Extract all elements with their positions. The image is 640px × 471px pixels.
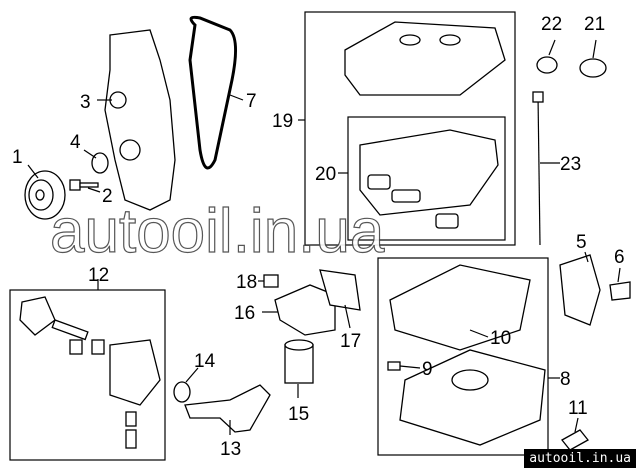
callout-12: 12 [88,265,109,286]
callout-8: 8 [560,369,571,390]
oil-pan [399,349,546,446]
housing-bolt [263,274,279,288]
callout-9: 9 [422,359,433,380]
callout-21: 21 [584,14,605,35]
bracket-6 [609,281,631,301]
callout-13: 13 [220,439,241,460]
dipstick [537,94,541,246]
callout-11: 11 [568,398,588,419]
callout-19: 19 [272,111,293,132]
callout-3: 3 [80,92,91,113]
oil-pickup [184,384,271,433]
valve-cover [344,21,506,96]
callout-23: 23 [560,154,581,175]
group-box-12 [9,289,166,461]
group-box-19 [304,11,516,246]
callout-2: 2 [102,186,113,207]
callout-15: 15 [288,404,309,425]
rear-seal-housing [559,254,601,326]
oil-filter [284,339,314,384]
callout-6: 6 [614,247,625,268]
o-ring [173,381,191,403]
oil-seal [91,152,109,174]
cap-seal [536,56,558,74]
timing-chain [188,15,237,170]
crank-pulley [24,170,66,220]
oil-filter-housing [274,284,336,336]
oil-pump-assembly [19,296,161,449]
watermark-text: autooil.in.ua [50,197,385,266]
callout-7: 7 [246,91,257,112]
callout-1: 1 [12,147,23,168]
group-box-8 [377,257,549,456]
sealant-tube [561,429,589,451]
callout-14: 14 [194,351,216,372]
callout-5: 5 [576,232,587,253]
callout-10: 10 [490,328,511,349]
group-box-20 [347,116,506,241]
drain-plug [387,361,401,371]
timing-cover [104,29,176,211]
callout-4: 4 [70,132,81,153]
callout-17: 17 [340,331,361,352]
callout-16: 16 [234,303,255,324]
oil-pan-gasket [389,264,531,351]
oil-filler-cap [579,58,607,78]
housing-gasket [319,269,361,311]
callout-20: 20 [315,164,336,185]
callout-22: 22 [541,14,562,35]
callout-18: 18 [236,272,257,293]
pulley-bolt [69,179,99,191]
site-label: autooil.in.ua [524,449,636,468]
